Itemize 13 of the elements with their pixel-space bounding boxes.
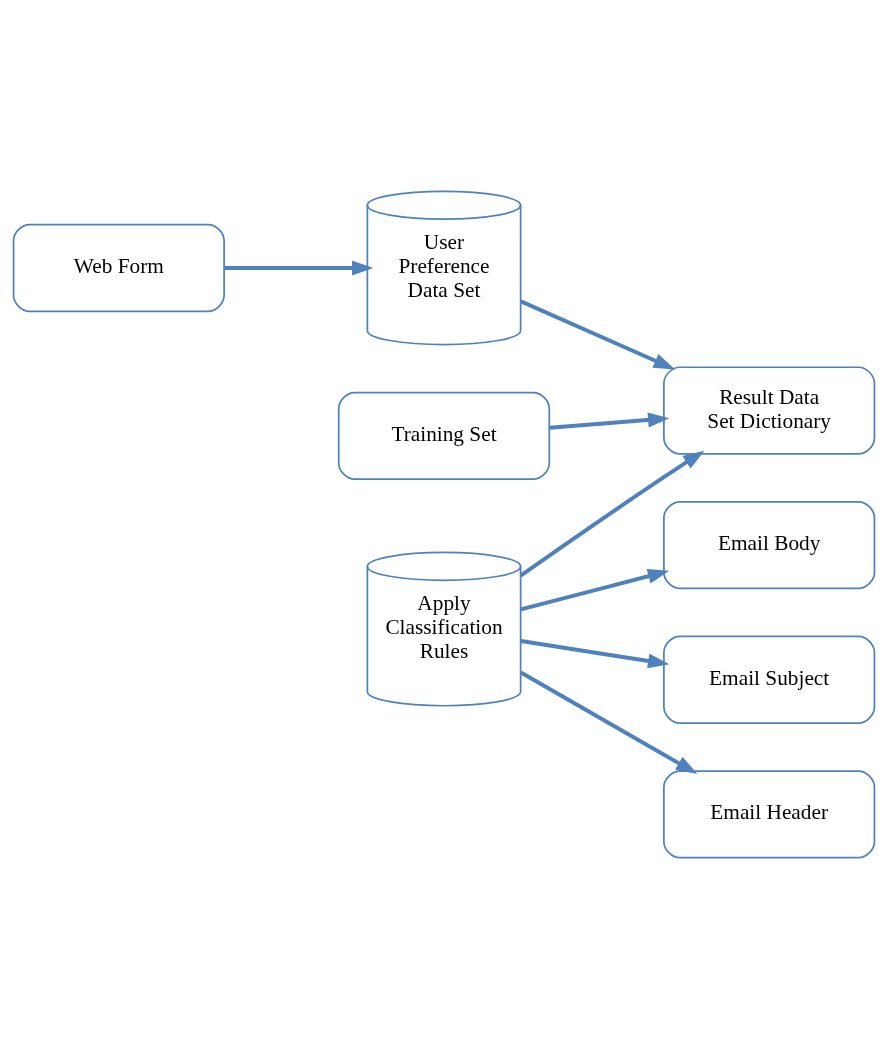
- node-box: Training Set: [337, 391, 551, 481]
- arrow: [519, 670, 698, 774]
- arrow: [520, 639, 670, 669]
- node-box: Web Form: [12, 223, 225, 313]
- node-box: Email Subject: [663, 635, 876, 724]
- arrow: [520, 299, 675, 370]
- arrow: [224, 260, 374, 276]
- arrow: [519, 450, 705, 578]
- node-box: Email Header: [663, 770, 876, 859]
- arrow: [520, 568, 670, 612]
- node-box: Result Data Set Dictionary: [663, 366, 876, 455]
- arrow: [549, 412, 670, 430]
- node-box: Email Body: [663, 500, 876, 590]
